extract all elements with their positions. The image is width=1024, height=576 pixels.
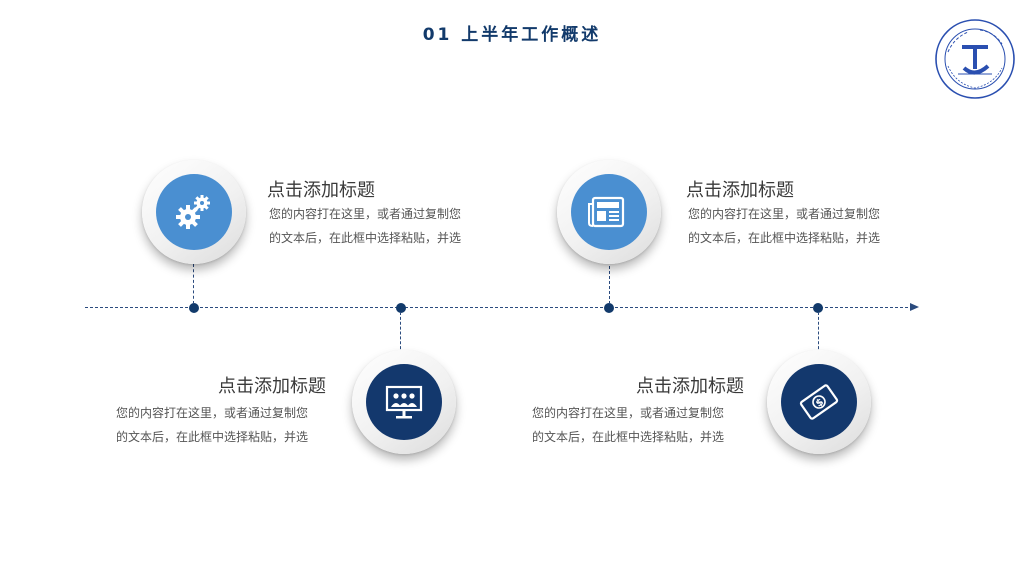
timeline-dot bbox=[189, 303, 199, 313]
connector-line bbox=[818, 312, 819, 354]
item-4-line-2: 的文本后，在此框中选择粘贴，并选 bbox=[532, 430, 725, 444]
item-4-heading: 点击添加标题 bbox=[636, 376, 744, 397]
connector-line bbox=[400, 312, 401, 354]
item-2-badge bbox=[352, 350, 456, 454]
connector-line bbox=[193, 264, 194, 304]
item-4-line-1: 您的内容打在这里，或者通过复制您 bbox=[532, 406, 725, 420]
newspaper-icon bbox=[588, 196, 625, 228]
item-3-badge bbox=[557, 160, 661, 264]
item-2-heading: 点击添加标题 bbox=[218, 376, 326, 397]
university-logo bbox=[935, 19, 1015, 99]
timeline-dot bbox=[604, 303, 614, 313]
connector-line bbox=[609, 266, 610, 304]
presentation-screen-icon bbox=[385, 385, 423, 419]
timeline-dot bbox=[396, 303, 406, 313]
item-2-line-2: 的文本后，在此框中选择粘贴，并选 bbox=[116, 430, 309, 444]
item-3-line-1: 您的内容打在这里，或者通过复制您 bbox=[688, 207, 881, 221]
item-3-heading: 点击添加标题 bbox=[686, 180, 794, 201]
timeline-arrow bbox=[910, 303, 919, 311]
item-4-body: 您的内容打在这里，或者通过复制您 的文本后，在此框中选择粘贴，并选 bbox=[532, 401, 747, 449]
money-bill-icon: $ bbox=[799, 384, 839, 420]
timeline-dot bbox=[813, 303, 823, 313]
item-1-heading: 点击添加标题 bbox=[267, 180, 375, 201]
item-1-line-1: 您的内容打在这里，或者通过复制您 bbox=[269, 207, 462, 221]
timeline-axis bbox=[85, 307, 913, 308]
item-3-line-2: 的文本后，在此框中选择粘贴，并选 bbox=[688, 231, 881, 245]
item-1-body: 您的内容打在这里，或者通过复制您 的文本后，在此框中选择粘贴，并选 bbox=[269, 202, 484, 250]
item-2-line-1: 您的内容打在这里，或者通过复制您 bbox=[116, 406, 309, 420]
page-title: 01 上半年工作概述 bbox=[422, 25, 602, 45]
item-1-badge bbox=[142, 160, 246, 264]
gears-icon bbox=[176, 195, 210, 229]
item-3-body: 您的内容打在这里，或者通过复制您 的文本后，在此框中选择粘贴，并选 bbox=[688, 202, 903, 250]
item-4-badge: $ bbox=[767, 350, 871, 454]
item-1-line-2: 的文本后，在此框中选择粘贴，并选 bbox=[269, 231, 462, 245]
item-2-body: 您的内容打在这里，或者通过复制您 的文本后，在此框中选择粘贴，并选 bbox=[116, 401, 331, 449]
